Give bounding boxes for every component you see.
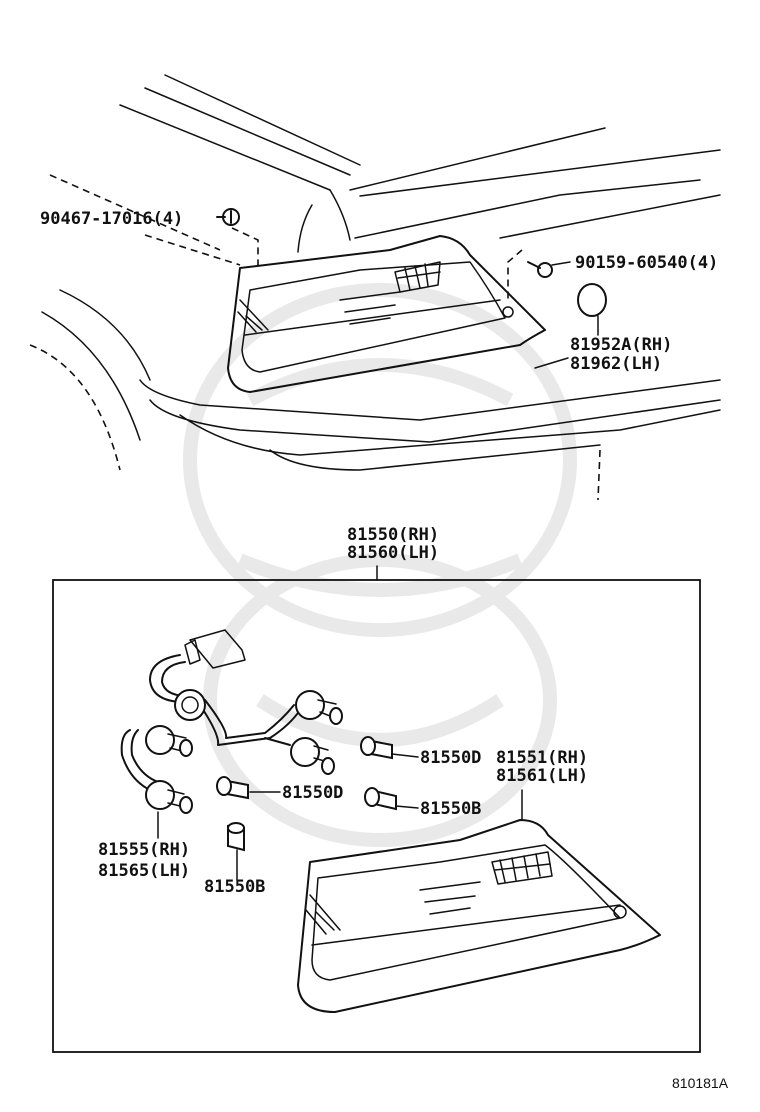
- label-81561-lh: 81561(LH): [496, 766, 588, 786]
- leader-81550d-upper: [391, 753, 419, 758]
- bolt-90467-icon: [216, 208, 240, 226]
- label-81550b-lower: 81550B: [204, 877, 265, 897]
- bulb-81550d-lower-icon: [216, 776, 249, 800]
- reference-code: 810181A: [672, 1075, 729, 1091]
- label-81555-rh: 81555(RH): [98, 840, 190, 860]
- wire-harness-illustration: [120, 629, 343, 814]
- label-81550d-upper: 81550D: [420, 748, 481, 768]
- leader-81550b-right: [395, 805, 419, 809]
- leader-cap-81962: [534, 357, 569, 369]
- label-81952a-rh: 81952A(RH): [570, 335, 672, 355]
- label-90467-17016: 90467-17016(4): [40, 209, 183, 229]
- label-90159-60540: 90159-60540(4): [575, 253, 718, 273]
- label-81551-rh: 81551(RH): [496, 748, 588, 768]
- assembly-box: [52, 579, 701, 1053]
- label-81550-rh: 81550(RH): [347, 525, 439, 545]
- installed-tail-lamp: [227, 235, 546, 393]
- lens-81551-illustration: [297, 819, 661, 1013]
- cap-81952a-icon: [577, 283, 607, 317]
- leader-bolt-90467: [231, 227, 259, 268]
- bulb-81550d-upper-icon: [360, 736, 393, 760]
- label-81550d-lower: 81550D: [282, 783, 343, 803]
- leader-screw-90159: [507, 249, 523, 300]
- screw-90159-icon: [527, 261, 553, 278]
- watermark-mask: [183, 283, 577, 847]
- label-81962-lh: 81962(LH): [570, 354, 662, 374]
- label-81560-lh: 81560(LH): [347, 543, 439, 563]
- label-81550b-right: 81550B: [420, 799, 481, 819]
- bulb-81550b-lower-icon: [227, 822, 245, 852]
- leader-screw-label: [551, 261, 571, 266]
- vehicle-body-illustration: [29, 74, 721, 501]
- bulb-81550b-right-icon: [364, 787, 397, 811]
- label-81565-lh: 81565(LH): [98, 861, 190, 881]
